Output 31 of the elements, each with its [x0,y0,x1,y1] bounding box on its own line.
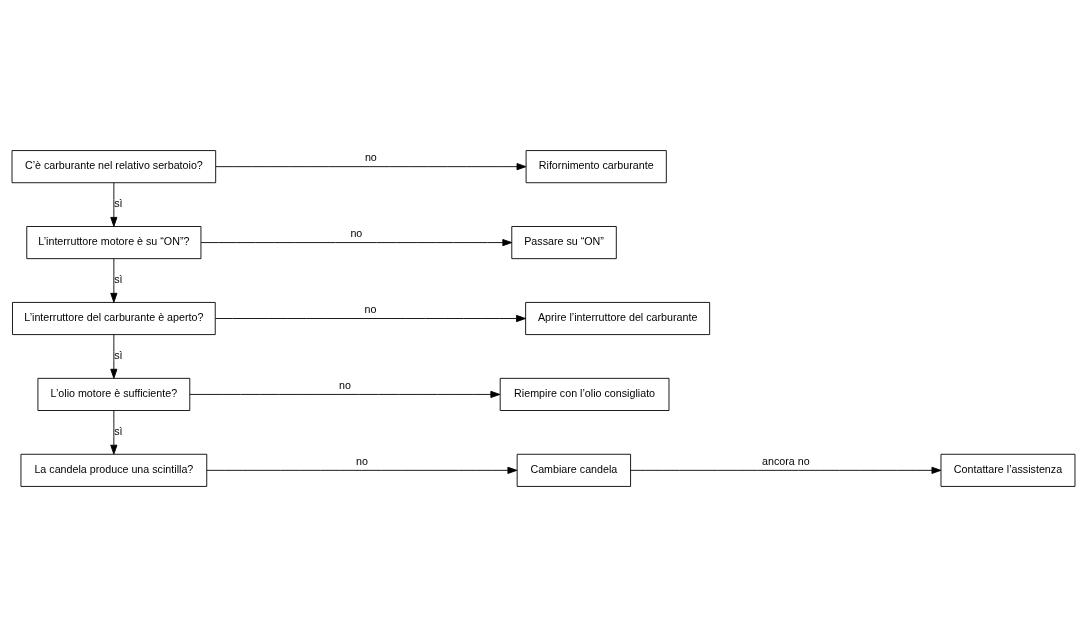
arrow [110,258,118,303]
edge-label: no [364,302,377,315]
arrow [189,390,501,398]
edge-label: no [339,378,351,391]
node-box: L’olio motore è sufficiente? [37,377,191,411]
arrow [206,466,518,474]
arrow [215,163,527,171]
edge-label: sì [114,349,123,362]
node-box: La candela produce una scintilla? [20,453,208,487]
node-box: Riempire con l’olio consigliato [499,377,670,411]
node-box: C’è carburante nel relativo serbatoio? [11,150,217,184]
edge-label: sì [114,425,123,438]
edge-label: sì [114,197,123,210]
edge-label: ancora no [761,454,810,467]
edge-label: sì [114,273,123,286]
arrow [630,466,942,474]
edge-label: no [356,454,368,467]
arrow [215,314,526,323]
arrow [110,410,118,455]
edge-label: no [364,150,377,163]
arrow [200,239,513,247]
node-box: Cambiare candela [516,453,632,487]
node-box: L’interruttore motore è su “ON”? [26,226,202,260]
node-box: L’interruttore del carburante è aperto? [12,301,216,336]
node-box: Passare su “ON” [511,226,617,260]
node-box: Contattare l’assistenza [940,453,1076,487]
edge-label: no [350,226,363,239]
arrow [110,334,118,379]
node-box: Rifornimento carburante [525,150,667,184]
node-box: Aprire l’interruttore del carburante [525,301,711,336]
arrow [110,182,118,227]
